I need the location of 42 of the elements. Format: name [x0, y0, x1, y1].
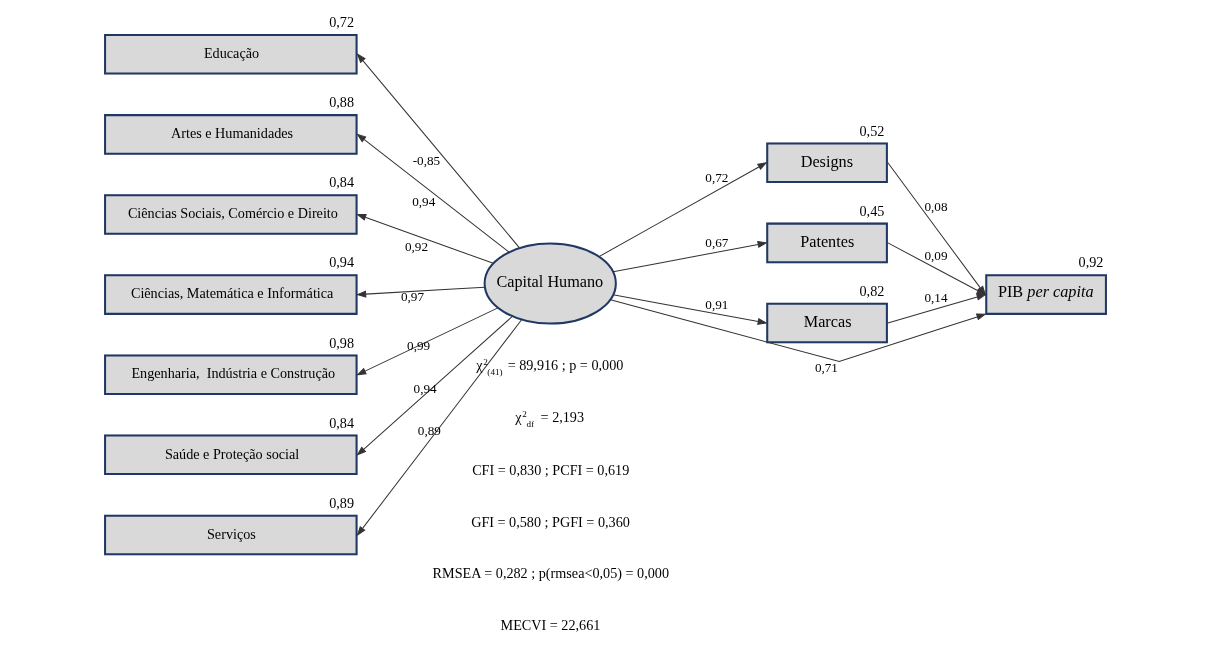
node-label: 0,52	[859, 122, 885, 139]
edge-label: 0,08	[924, 198, 948, 214]
edge-label: 0,67	[705, 235, 729, 251]
arrow	[609, 299, 987, 363]
edge-label: -0,85	[412, 152, 441, 168]
node-label: 0,98	[329, 334, 354, 351]
label: CFI = 0,830 ; PCFI = 0,619	[472, 461, 630, 478]
edge-label: 0,14	[924, 290, 948, 306]
node-label: 0,88	[329, 94, 354, 111]
edge-label: 0,92	[404, 238, 428, 254]
edge-label: 0,09	[924, 247, 948, 263]
node-label: 0,72	[329, 14, 354, 31]
arrow	[356, 286, 486, 298]
arrow	[356, 214, 494, 264]
edge-label: 0,91	[705, 297, 729, 313]
arrow	[612, 241, 768, 273]
arrow	[356, 307, 499, 376]
edge-label: 0,97	[400, 289, 425, 305]
edge-label: 0,89	[417, 422, 441, 438]
node-label: 0,89	[329, 494, 354, 511]
arrow	[356, 53, 520, 249]
edge-label: 0,72	[705, 170, 729, 186]
node-label: 0,45	[859, 202, 885, 219]
arrow	[356, 133, 510, 253]
label: RMSEA = 0,282 ; p(rmsea<0,05) = 0,000	[432, 565, 670, 582]
node-label: 0,84	[329, 174, 354, 191]
node-ellipse: Capital Humano	[483, 242, 617, 325]
edge-label: 0,94	[412, 194, 436, 210]
arrow	[598, 162, 768, 258]
arrow	[612, 294, 768, 325]
label: χ$^{2}$$_{(41)}$ = 89,916 ; p = 0,000	[476, 357, 624, 378]
edge-label: 0,71	[814, 360, 838, 376]
arrow	[356, 319, 523, 537]
node-label: 0,82	[859, 282, 885, 299]
label: GFI = 0,580 ; PGFI = 0,360	[471, 513, 630, 530]
node-label: 0,94	[329, 254, 354, 271]
label: χ$^{2}$$_{df}$ = 2,193	[515, 409, 585, 430]
node-label: 0,84	[329, 414, 354, 431]
arrow	[887, 293, 987, 324]
arrow	[356, 316, 513, 456]
label: MECVI = 22,661	[500, 616, 601, 633]
node-label: 0,92	[1078, 254, 1104, 271]
